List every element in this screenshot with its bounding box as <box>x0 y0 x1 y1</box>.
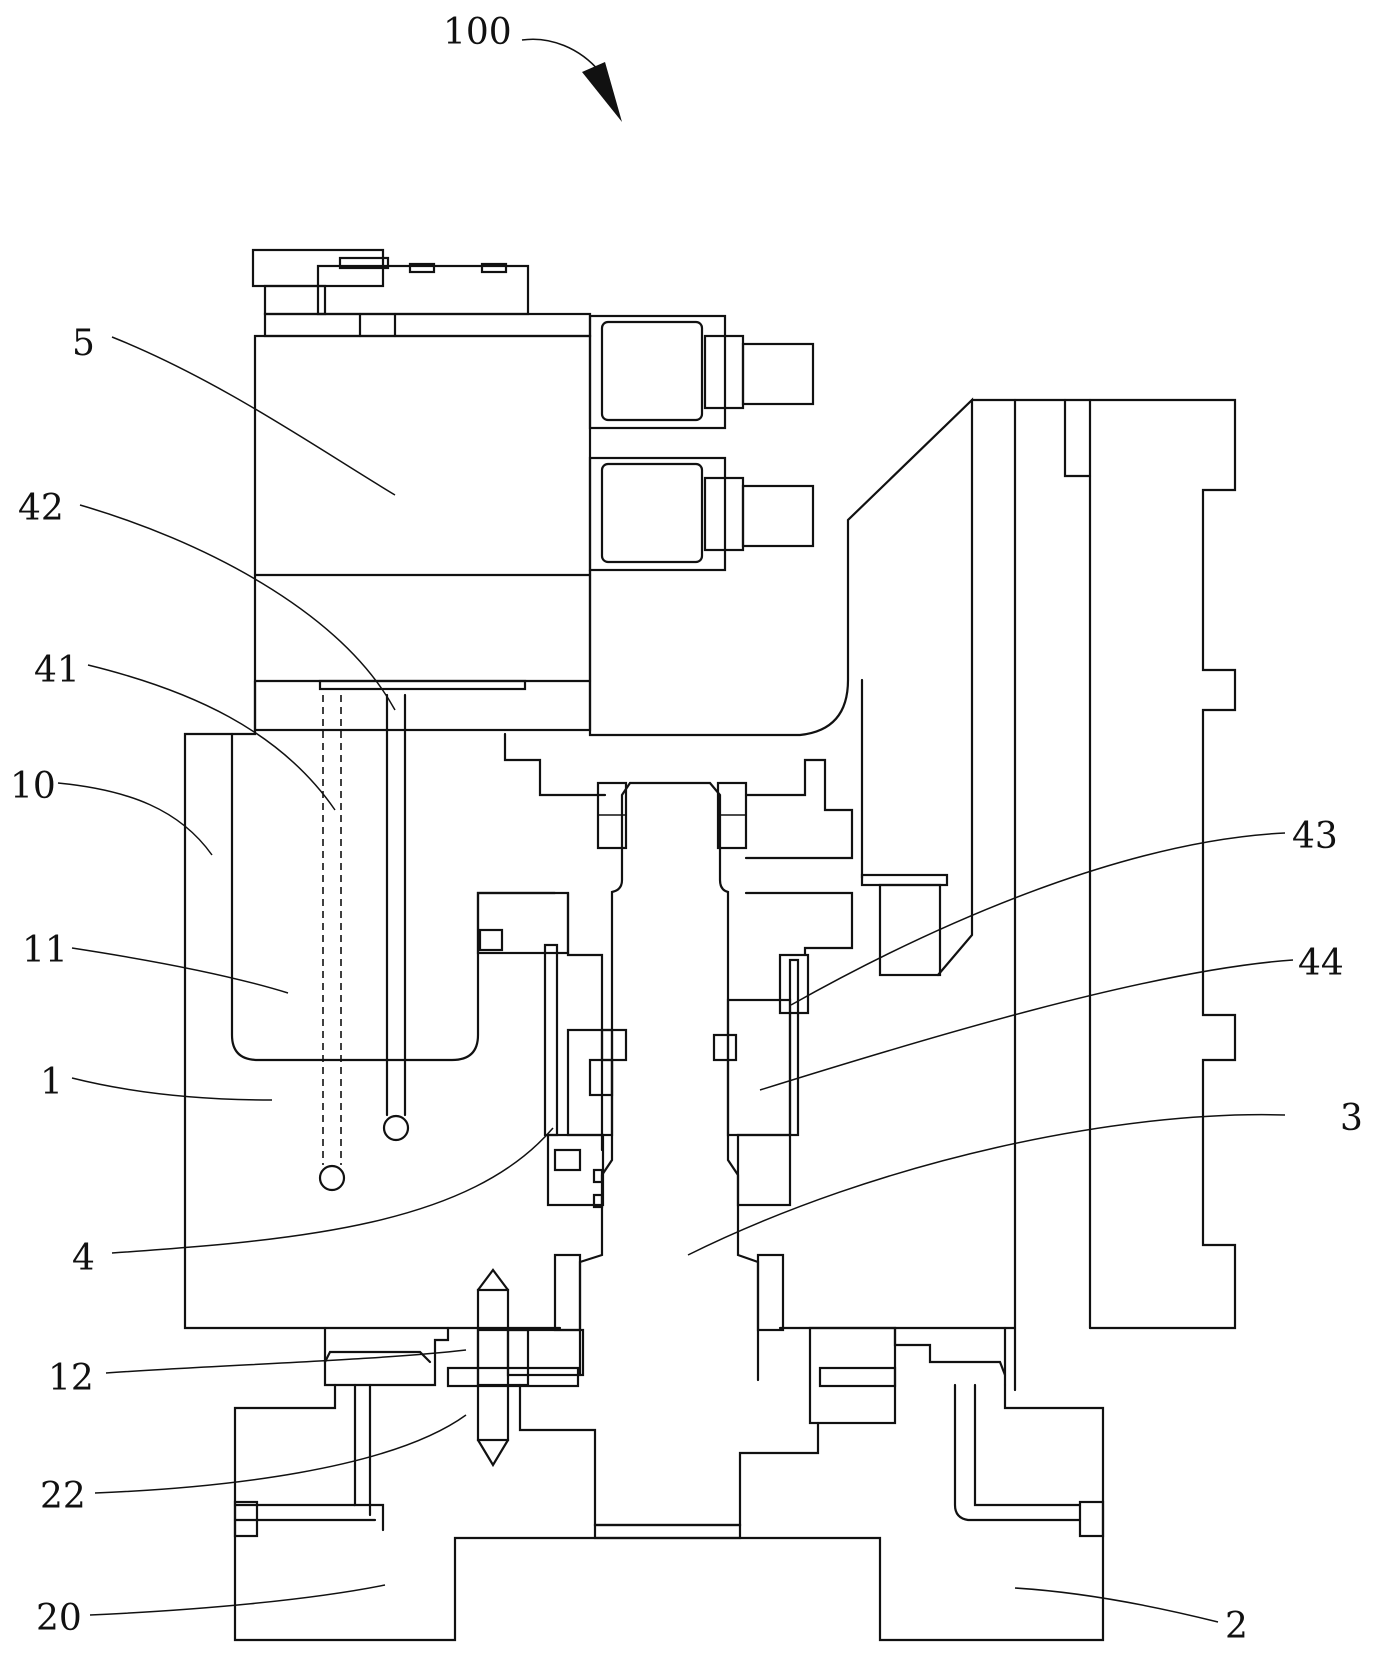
label-42: 42 <box>18 488 64 529</box>
label-22: 22 <box>40 1476 86 1517</box>
label-1: 1 <box>40 1062 63 1103</box>
label-11: 11 <box>22 930 68 971</box>
seal-assembly-43-44 <box>714 760 852 1330</box>
shaft-3 <box>580 783 758 1380</box>
label-20: 20 <box>36 1598 82 1639</box>
label-44: 44 <box>1298 943 1344 984</box>
label-41: 41 <box>34 650 80 691</box>
coupling-12 <box>325 1270 1005 1465</box>
base-2 <box>235 1385 1103 1640</box>
label-3: 3 <box>1340 1098 1363 1139</box>
label-2: 2 <box>1225 1606 1248 1647</box>
label-43: 43 <box>1292 816 1338 857</box>
assembly-arrow-curve <box>522 39 600 72</box>
leader-lines <box>58 337 1293 1622</box>
right-frame <box>972 400 1235 1390</box>
seal-assembly-4 <box>478 783 626 1330</box>
top-cap <box>253 250 590 336</box>
assembly-arrow-head <box>582 62 622 122</box>
probe-assembly-41-42 <box>320 681 525 1190</box>
label-10: 10 <box>10 766 56 807</box>
label-5: 5 <box>72 323 95 364</box>
label-assembly-100: 100 <box>443 12 512 53</box>
label-4: 4 <box>72 1238 95 1279</box>
label-12: 12 <box>48 1358 94 1399</box>
component-5-housing <box>255 316 813 730</box>
